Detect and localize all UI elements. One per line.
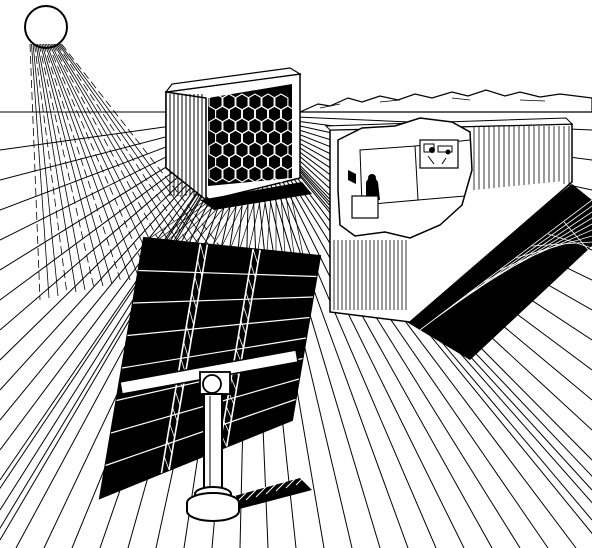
sun-icon xyxy=(25,6,67,48)
hexagonal-receiver xyxy=(208,84,294,186)
mountain-range xyxy=(300,90,592,112)
collector-box xyxy=(166,68,312,210)
